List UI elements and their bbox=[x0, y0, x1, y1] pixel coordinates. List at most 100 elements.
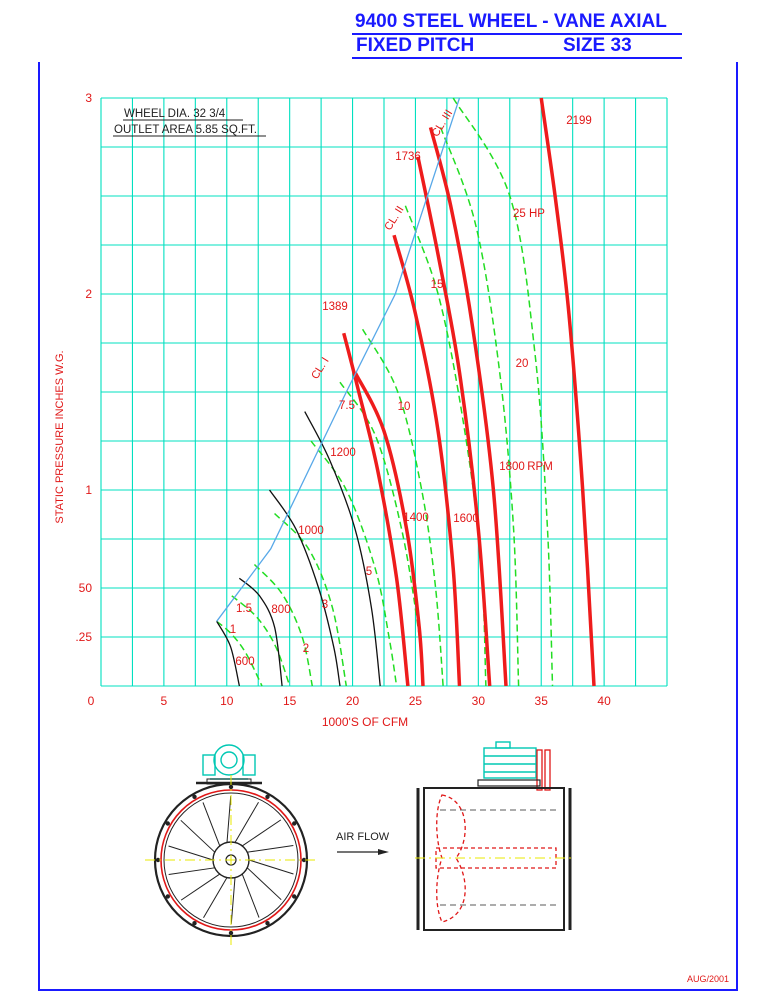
belt-guard-icon bbox=[536, 749, 551, 791]
fan-blade bbox=[234, 801, 259, 843]
x-tick-label: 5 bbox=[161, 694, 168, 708]
bolt-icon bbox=[265, 921, 270, 926]
hp-label: 15 bbox=[431, 279, 444, 291]
propeller-blade bbox=[436, 794, 466, 923]
x-tick-label: 20 bbox=[346, 694, 360, 708]
bolt-icon bbox=[265, 794, 270, 799]
x-tick-label: 25 bbox=[409, 694, 423, 708]
x-tick-label: 15 bbox=[283, 694, 297, 708]
rpm-label: 800 bbox=[271, 604, 290, 616]
rpm-curve bbox=[342, 332, 410, 687]
bolt-icon bbox=[165, 894, 170, 899]
rpm-curve bbox=[416, 156, 492, 687]
header-rule-2 bbox=[352, 57, 682, 59]
bolt-icon bbox=[165, 821, 170, 826]
bolt-icon bbox=[301, 857, 307, 863]
rpm-curve bbox=[392, 234, 462, 687]
fan-blade bbox=[180, 819, 216, 853]
hp-curve bbox=[310, 440, 398, 687]
x-axis-label: 1000'S OF CFM bbox=[322, 715, 408, 729]
y-axis-label: STATIC PRESSURE INCHES W.G. bbox=[54, 350, 66, 523]
side-motor-icon bbox=[483, 741, 537, 779]
rpm-label: 1736 bbox=[395, 151, 421, 163]
duct-housing bbox=[423, 787, 565, 931]
hp-label: 5 bbox=[366, 566, 372, 578]
hp-label: 20 bbox=[516, 358, 529, 370]
y-tick-label: 50 bbox=[79, 581, 93, 595]
bolt-icon bbox=[228, 930, 234, 936]
fan-blade bbox=[168, 867, 215, 876]
grid bbox=[100, 97, 668, 687]
hp-label: 1.5 bbox=[236, 603, 252, 615]
outlet-area-text: OUTLET AREA 5.85 SQ.FT. bbox=[114, 124, 257, 136]
hp-label: 2 bbox=[303, 643, 309, 655]
x-tick-label: 0 bbox=[88, 694, 95, 708]
air-flow-arrow-icon bbox=[337, 849, 389, 855]
y-tick-label: 1 bbox=[85, 483, 92, 497]
x-tick-label: 35 bbox=[535, 694, 549, 708]
rpm-label: 1200 bbox=[330, 447, 356, 459]
bolt-icon bbox=[192, 921, 197, 926]
x-tick-label: 10 bbox=[220, 694, 234, 708]
rpm-label: 600 bbox=[235, 656, 254, 668]
rpm-label: 1800 bbox=[499, 461, 525, 473]
air-flow-label: AIR FLOW bbox=[336, 831, 390, 843]
fan-blade bbox=[241, 819, 282, 847]
header-subtitle-right: SIZE 33 bbox=[563, 35, 632, 56]
fan-blade bbox=[226, 795, 232, 843]
hp-label: 3 bbox=[322, 599, 328, 611]
hp-label: 25 HP bbox=[513, 208, 545, 220]
hp-curve bbox=[452, 97, 554, 687]
hp-curve bbox=[216, 620, 263, 687]
header-rule-1 bbox=[352, 33, 682, 35]
bolt-icon bbox=[228, 784, 234, 790]
bolt-icon bbox=[292, 821, 297, 826]
fan-blade bbox=[248, 859, 294, 875]
y-tick-label: 2 bbox=[85, 287, 92, 301]
frame-left bbox=[38, 62, 40, 990]
header-title: 9400 STEEL WHEEL - VANE AXIAL bbox=[355, 11, 667, 32]
fan-blade bbox=[230, 877, 236, 925]
rpm-label: 1389 bbox=[322, 301, 348, 313]
rpm-unit-label: RPM bbox=[527, 461, 553, 473]
rpm-curve bbox=[304, 411, 381, 687]
class-label: CL. II bbox=[382, 204, 406, 233]
footer-date: AUG/2001 bbox=[687, 974, 729, 984]
fan-blades bbox=[155, 784, 307, 936]
fan-side-view bbox=[415, 741, 575, 931]
rpm-curve bbox=[216, 621, 241, 687]
frame-right bbox=[736, 62, 738, 990]
rpm-curve bbox=[539, 97, 596, 687]
fan-blade bbox=[202, 802, 221, 847]
class-limit-line bbox=[216, 97, 461, 622]
rpm-curve bbox=[269, 489, 341, 687]
fan-blade bbox=[203, 877, 228, 919]
x-tick-label: 40 bbox=[597, 694, 611, 708]
bolt-icon bbox=[292, 894, 297, 899]
fan-blade bbox=[246, 867, 282, 901]
rpm-curve bbox=[238, 577, 283, 687]
hp-curve bbox=[231, 595, 291, 687]
rpm-curve bbox=[353, 371, 425, 687]
wheel-dia-text: WHEEL DIA. 32 3/4 bbox=[124, 108, 226, 120]
hp-curve bbox=[439, 127, 520, 687]
fan-blade bbox=[247, 844, 294, 853]
x-tick-label: 30 bbox=[472, 694, 486, 708]
hp-label: 1 bbox=[230, 624, 236, 636]
hp-label: 10 bbox=[398, 401, 411, 413]
rpm-label: 1400 bbox=[403, 512, 429, 524]
rpm-label: 2199 bbox=[566, 115, 592, 127]
fan-front-view bbox=[145, 744, 317, 945]
rpm-label: 1000 bbox=[298, 525, 324, 537]
hp-curve bbox=[253, 563, 314, 687]
header-subtitle-left: FIXED PITCH bbox=[356, 35, 475, 56]
motor-icon bbox=[202, 744, 256, 780]
bolt-icon bbox=[192, 794, 197, 799]
y-tick-label: .25 bbox=[75, 630, 92, 644]
fan-blade bbox=[241, 873, 260, 918]
rpm-label: 1600 bbox=[453, 513, 479, 525]
hp-label: 7.5 bbox=[339, 400, 355, 412]
rpm-curve bbox=[428, 126, 508, 687]
